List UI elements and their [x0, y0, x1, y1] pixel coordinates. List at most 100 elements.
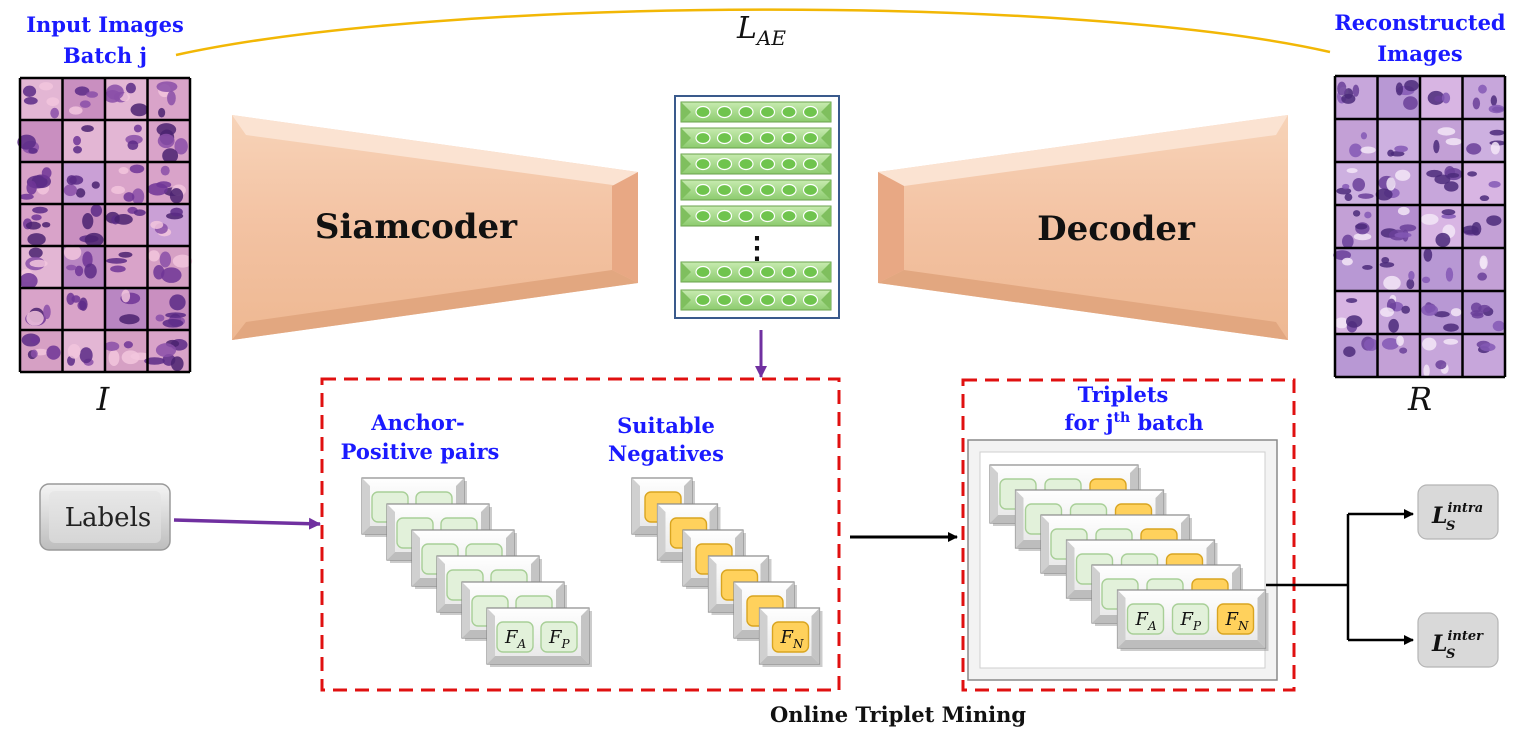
image-tile: [1335, 162, 1378, 205]
latent-vector-row: [680, 101, 832, 123]
anchor-positive-stack: FA FP: [361, 477, 592, 667]
labels-text: Labels: [65, 503, 151, 533]
image-tile: [1375, 162, 1420, 205]
input-title-line2: Batch j: [63, 43, 147, 68]
image-tile: [104, 78, 149, 120]
input-image-grid: [17, 76, 193, 374]
online-triplet-mining-box: [320, 377, 841, 692]
triplet-negative-feature-label: FN: [1225, 609, 1250, 633]
image-tile: [1335, 76, 1378, 119]
image-tile: [1462, 334, 1505, 377]
image-tile: [20, 330, 63, 372]
negatives-stack: FN: [631, 477, 823, 667]
image-tile: [62, 162, 105, 204]
anchor-feature-label: FA: [504, 627, 527, 651]
image-tile: [1334, 291, 1378, 334]
image-tile: [62, 288, 105, 330]
loss-inter-box: [1417, 612, 1499, 668]
triplet-positive-feature: [1171, 603, 1210, 635]
image-tile: [1420, 119, 1463, 162]
input-symbol: I: [96, 380, 111, 418]
image-tile: [1462, 76, 1505, 119]
image-tile: [20, 204, 63, 246]
image-tile: [17, 120, 63, 162]
image-tile: [144, 330, 190, 372]
loss-ae-label: LAE: [736, 11, 786, 50]
positive-feature-label: FP: [548, 627, 571, 651]
labels-arrow: [173, 517, 321, 530]
decoder-label: Decoder: [1037, 209, 1196, 249]
loss-branch-arrows: [1266, 509, 1414, 645]
output-title-line1: Reconstructed: [1334, 10, 1506, 35]
image-tile: [105, 120, 148, 162]
image-tile: [1420, 334, 1463, 378]
latent-vector-row: [680, 205, 832, 227]
image-tile: [105, 288, 148, 330]
image-tile: [105, 204, 148, 246]
loss-ae-arc: [175, 8, 1331, 57]
image-tile: [1462, 162, 1505, 205]
anchor-title-line1: Anchor-: [370, 410, 464, 435]
output-title-line2: Images: [1377, 41, 1463, 66]
image-tile: [1420, 76, 1463, 119]
image-tile: [1335, 334, 1379, 377]
image-tile: [1462, 119, 1506, 162]
encoder-label: Siamcoder: [315, 207, 518, 247]
labels-box: [39, 483, 171, 551]
triplet-anchor-feature: [1126, 603, 1165, 635]
decoder-funnel: [878, 115, 1288, 340]
image-tile: [1420, 248, 1463, 291]
positive-feature: [540, 621, 578, 653]
image-tile: [1377, 248, 1420, 291]
image-tile: [62, 204, 105, 247]
triplet-negative-feature: [1216, 603, 1255, 635]
input-title-line1: Input Images: [26, 12, 184, 37]
image-tile: [1377, 205, 1420, 248]
anchor-feature: [496, 621, 534, 653]
image-tile: [1333, 248, 1378, 291]
image-tile: [1335, 205, 1378, 249]
negative-feature: [771, 621, 810, 653]
triplets-title-line2: for jth batch: [1064, 410, 1203, 435]
image-tile: [1462, 248, 1505, 291]
encoder-funnel: [232, 115, 638, 340]
image-tile: [19, 246, 63, 289]
latent-ellipsis: ⋮: [742, 231, 772, 266]
image-tile: [1420, 205, 1463, 248]
reconstructed-image-grid: [1333, 74, 1507, 379]
latent-vector-row: [680, 153, 832, 175]
image-tile: [147, 288, 190, 330]
image-tile: [105, 162, 148, 205]
negatives-title-line1: Suitable: [617, 413, 715, 438]
image-tile: [147, 120, 190, 164]
triplet-anchor-feature-label: FA: [1135, 609, 1158, 633]
image-tile: [62, 330, 105, 372]
latent-vectors: [680, 101, 832, 311]
loss-intra-box: [1417, 484, 1499, 540]
image-tile: [1462, 205, 1505, 248]
image-tile: [1377, 291, 1420, 334]
image-tile: [1420, 162, 1463, 205]
negative-feature-label: FN: [780, 627, 805, 651]
mining-caption: Online Triplet Mining: [770, 702, 1026, 727]
image-tile: [147, 204, 190, 246]
image-tile: [1377, 119, 1420, 162]
triplets-title-line1: Triplets: [1078, 382, 1169, 407]
image-tile: [147, 162, 190, 204]
feature-card: FA FP: [486, 607, 592, 667]
negatives-title-line2: Negatives: [608, 441, 724, 466]
image-tile: [20, 78, 63, 120]
triplets-box: [961, 378, 1296, 692]
image-tile: [19, 162, 63, 204]
output-symbol: R: [1407, 380, 1432, 418]
image-tile: [62, 244, 105, 288]
latent-vector-row: [680, 289, 832, 311]
image-tile: [104, 330, 151, 372]
feature-card: FN: [758, 607, 823, 667]
image-tile: [1377, 334, 1420, 377]
